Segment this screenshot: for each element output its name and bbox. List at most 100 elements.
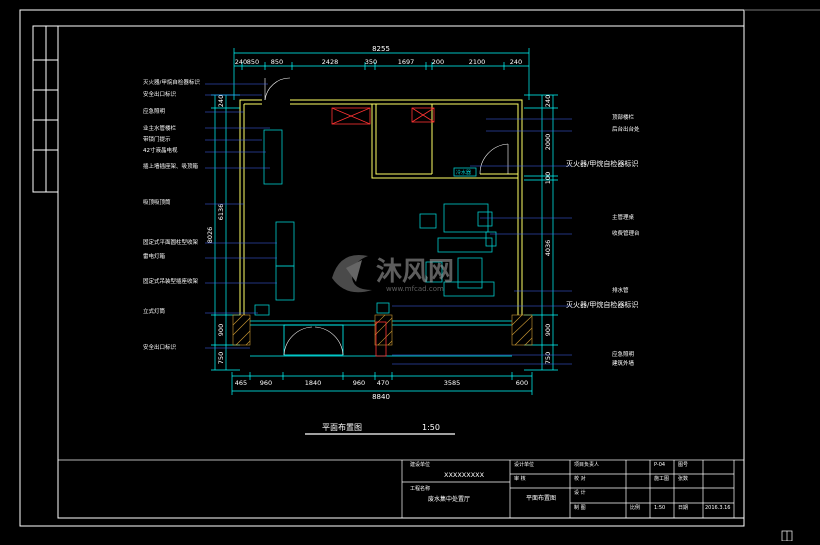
- watermark-text: 沐风网: [376, 257, 454, 287]
- tb-date-value: 2016.3.16: [705, 505, 730, 511]
- top-dim-4: 350: [365, 58, 377, 66]
- top-dim-3: 2428: [322, 58, 339, 66]
- interior-label: 冷水器: [456, 169, 471, 176]
- left-dim-labels: 240 6136 8026 900 750: [206, 95, 225, 364]
- right-note-3: 主管理桌: [612, 213, 635, 221]
- left-note-7: 吸顶吸顶筒: [143, 198, 171, 206]
- top-dim-labels: 240 850 850 2428 350 1697 200 2100 240: [235, 58, 522, 66]
- right-dim-5: 750: [544, 352, 552, 364]
- left-dim-3: 900: [217, 324, 225, 336]
- bottom-dim-6: 600: [516, 379, 528, 387]
- left-dim-2: 8026: [206, 227, 214, 244]
- right-note-4: 收费管理台: [612, 229, 640, 237]
- blue-leader-lines: [205, 83, 572, 365]
- bottom-dim-2: 1840: [305, 379, 322, 387]
- left-note-12: 安全出口标识: [143, 343, 177, 351]
- tb-sheet-no: P-04: [654, 462, 665, 468]
- right-note-7: 应急照明: [612, 350, 635, 358]
- top-dim-6: 200: [432, 58, 444, 66]
- right-dimension-chain: [524, 94, 558, 371]
- watermark: 沐风网 www.mfcad.com: [332, 254, 454, 293]
- right-note-6: 灭火器/甲烷自检器标识: [566, 300, 638, 309]
- top-dim-2: 850: [271, 58, 283, 66]
- tb-ratio-label: 比例: [630, 504, 640, 511]
- bottom-dim-3: 960: [353, 379, 365, 387]
- tb-name-value: 废水集中处置厅: [428, 495, 470, 503]
- tb-phase-label: 施工图: [654, 475, 669, 482]
- left-note-10: 固定式吊装型插座收架: [143, 277, 199, 285]
- left-dim-0: 240: [217, 95, 225, 107]
- left-note-9: 雷电灯箱: [143, 252, 166, 260]
- left-note-6: 插上墙插座架、吸顶箱: [143, 162, 199, 170]
- drawing-scale: 1:50: [422, 423, 440, 432]
- bottom-dim-5: 3585: [444, 379, 461, 387]
- tb-project-label: 建设单位: [410, 461, 430, 468]
- tb-scale-value: 1:50: [654, 505, 665, 511]
- bottom-dim-0: 465: [235, 379, 247, 387]
- right-dim-0: 240: [544, 95, 552, 107]
- left-note-8: 固定式平面圆柱型收架: [143, 238, 199, 246]
- tb-sheet-label: 图号: [678, 462, 688, 468]
- overall-top-dim: 8255: [372, 45, 390, 53]
- cyan-fixtures: [254, 129, 497, 316]
- title-block: [57, 459, 745, 519]
- left-note-11: 立式灯筒: [143, 307, 166, 315]
- door-swings: [264, 77, 509, 356]
- right-note-2: 灭火器/甲烷自检器标识: [566, 159, 638, 168]
- left-note-1: 安全出口标识: [143, 90, 177, 98]
- top-dim-0: 240: [235, 58, 247, 66]
- tb-design-label: 设计单位: [514, 461, 534, 468]
- tb-drawer-label: 制 图: [574, 504, 586, 511]
- column-middle: [374, 314, 393, 346]
- bottom-dim-labels: 465 960 1840 960 470 3585 600: [235, 379, 528, 387]
- floor-plan-walls: [239, 99, 523, 315]
- top-dim-5: 1697: [398, 58, 415, 66]
- left-note-2: 应急照明: [143, 107, 166, 115]
- tb-designer-label: 设 计: [574, 489, 586, 496]
- left-dim-4: 750: [217, 352, 225, 364]
- tb-review-label: 审 核: [514, 475, 526, 482]
- right-dim-labels: 240 2000 100 4036 900 750: [544, 95, 552, 364]
- tb-responsible-label: 项目负责人: [574, 461, 599, 468]
- watermark-logo-icon: [332, 254, 372, 293]
- overall-width-dim: 8840: [372, 393, 390, 401]
- right-annotations: 顶部楼栏 后台出台处 灭火器/甲烷自检器标识 主管理桌 收费管理台 排水管 灭火…: [566, 113, 640, 367]
- left-note-5: 42寸液晶电视: [143, 146, 178, 154]
- bottom-dimension-chain: [231, 372, 533, 395]
- top-dim-8: 240: [510, 58, 522, 66]
- left-note-0: 灭火器/甲烷自检器标识: [143, 78, 200, 86]
- watermark-url: www.mfcad.com: [386, 285, 444, 293]
- top-dim-7: 2100: [469, 58, 486, 66]
- tb-check-label: 校 对: [574, 475, 586, 482]
- tb-project-value: XXXXXXXXX: [444, 471, 485, 479]
- right-note-1: 后台出台处: [612, 125, 640, 133]
- right-dim-3: 4036: [544, 240, 552, 257]
- tb-date-label: 日期: [678, 505, 688, 511]
- left-note-3: 业主水管楼栏: [143, 124, 177, 132]
- bottom-dim-4: 470: [377, 379, 389, 387]
- binding-strip: [32, 25, 59, 193]
- bottom-dim-1: 960: [260, 379, 272, 387]
- left-dim-1: 6136: [217, 204, 225, 221]
- title-block-text: 建设单位 XXXXXXXXX 工程名称 废水集中处置厅 设计单位 审 核 平面布…: [410, 461, 730, 511]
- tb-drawing-label: 平面布置图: [526, 494, 556, 502]
- drawing-title: 平面布置图: [322, 422, 362, 432]
- left-annotations: 灭火器/甲烷自检器标识 安全出口标识 应急照明 业主水管楼栏 带锁门提示 42寸…: [143, 78, 200, 351]
- tb-count-label: 张数: [678, 475, 688, 482]
- right-dim-4: 900: [544, 324, 552, 336]
- right-note-5: 排水管: [612, 286, 629, 294]
- storefront-glazing: [250, 320, 512, 357]
- right-dim-2: 100: [544, 172, 552, 184]
- left-dimension-chain: [211, 94, 240, 371]
- right-note-0: 顶部楼栏: [612, 113, 635, 121]
- left-note-4: 带锁门提示: [143, 135, 171, 143]
- column-left: [232, 314, 251, 346]
- top-dimension-chain: [233, 48, 530, 100]
- top-dim-1: 850: [247, 58, 259, 66]
- right-note-8: 建筑外墙: [612, 359, 635, 367]
- hatched-columns: [232, 314, 533, 346]
- column-right: [511, 314, 533, 346]
- right-dim-1: 2000: [544, 134, 552, 151]
